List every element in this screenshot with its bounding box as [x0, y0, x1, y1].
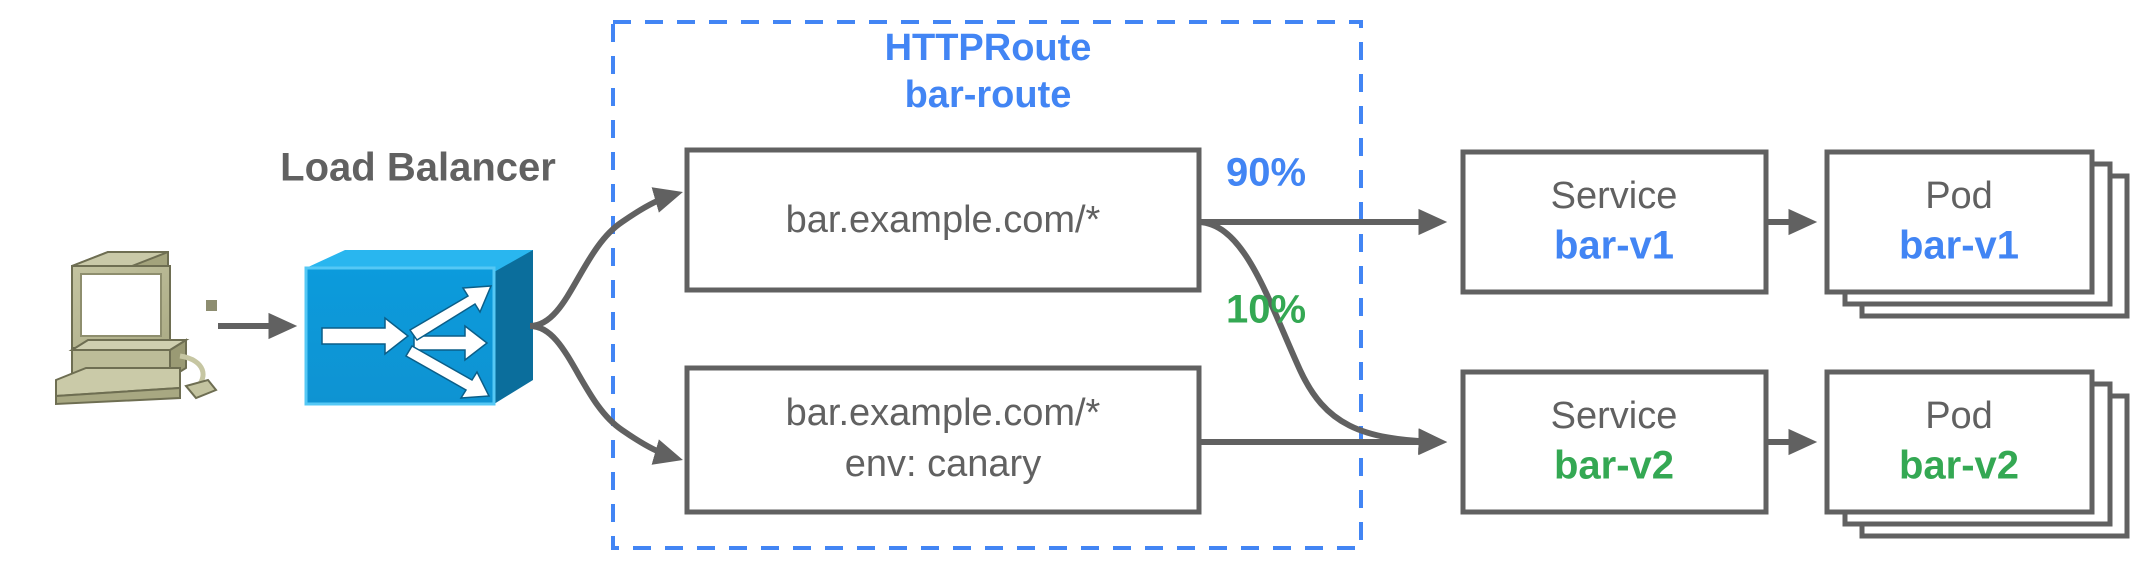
- pod-stack-bar-v1[interactable]: Pod bar-v1: [1824, 149, 2130, 319]
- httproute-name-label: bar-route: [905, 74, 1072, 116]
- load-balancer-caption: Load Balancer: [280, 146, 556, 190]
- rule-box-2[interactable]: [684, 365, 1202, 515]
- weight-label-10: 10%: [1226, 288, 1306, 332]
- edge-lb-to-rule-1: [529, 187, 683, 329]
- httproute-kind-label: HTTPRoute: [885, 27, 1092, 69]
- pod-stack-bar-v2[interactable]: Pod bar-v2: [1824, 369, 2130, 539]
- pod-v2-name: bar-v2: [1899, 444, 2019, 488]
- pod-v2-card-1: [1824, 369, 2095, 515]
- service-v1-name: bar-v1: [1554, 224, 1674, 268]
- service-box-bar-v1[interactable]: [1460, 149, 1769, 295]
- rule-1-line1: bar.example.com/*: [786, 199, 1101, 241]
- service-v2-kind: Service: [1551, 395, 1678, 437]
- rule-2-line2: env: canary: [845, 443, 1041, 485]
- desktop-computer-icon: [55, 251, 218, 406]
- pod-v2-kind: Pod: [1925, 395, 1993, 437]
- pod-v1-card-1: [1824, 149, 2095, 295]
- service-v2-name: bar-v2: [1554, 444, 1674, 488]
- rule-2-line1: bar.example.com/*: [786, 392, 1101, 434]
- service-box-bar-v2[interactable]: [1460, 369, 1769, 515]
- pod-v1-kind: Pod: [1925, 175, 1993, 217]
- load-balancer-icon: [304, 250, 533, 406]
- edge-rule1-to-service-v2: [1198, 219, 1448, 455]
- edge-lb-to-rule-2: [529, 323, 683, 465]
- service-v1-kind: Service: [1551, 175, 1678, 217]
- httproute-boundary: [611, 20, 1363, 550]
- weight-label-90: 90%: [1226, 151, 1306, 195]
- pod-v1-name: bar-v1: [1899, 224, 2019, 268]
